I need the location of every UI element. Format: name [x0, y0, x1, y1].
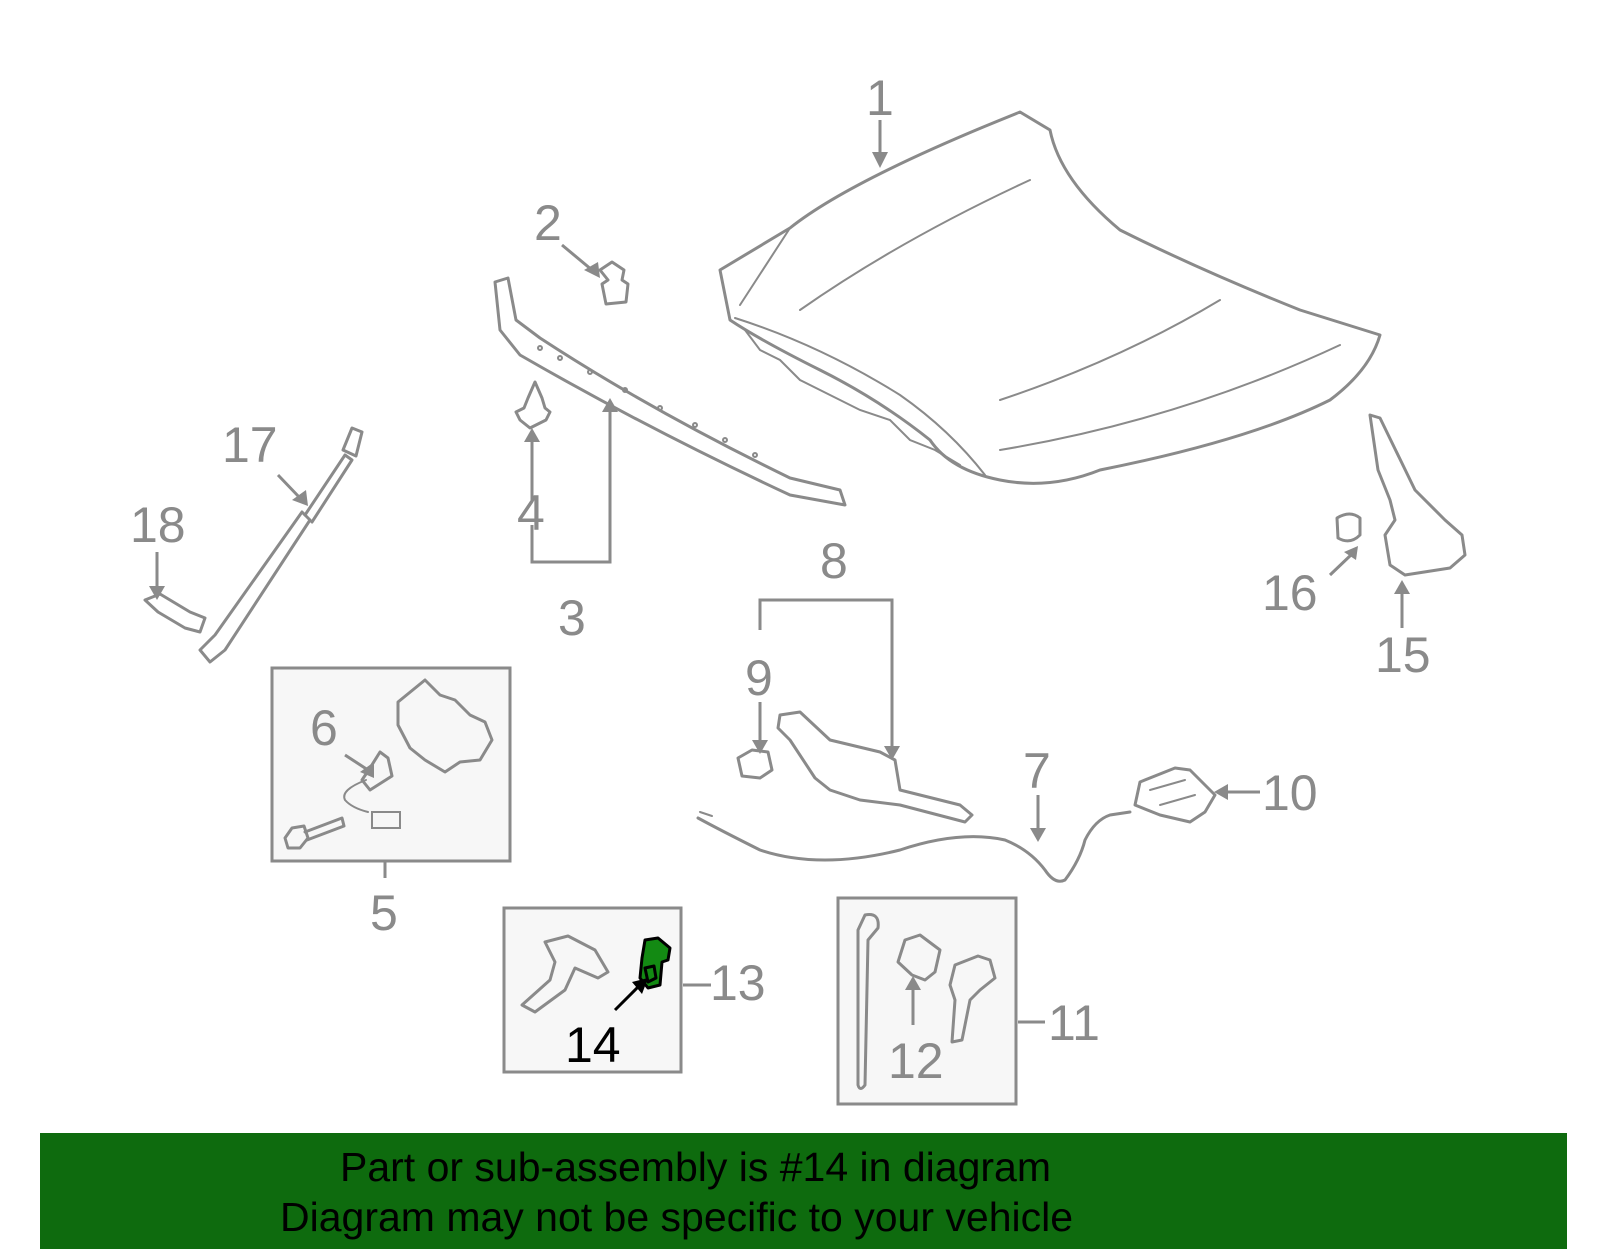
bumper-part-16 [1335, 512, 1362, 543]
callout-14: 14 [565, 1017, 621, 1073]
callout-3: 3 [558, 590, 586, 646]
hood-strut-part-17 [198, 426, 364, 664]
callout-15: 15 [1375, 627, 1431, 683]
callout-5: 5 [370, 885, 398, 941]
banner-line-1: Part or sub-assembly is #14 in diagram [340, 1144, 1051, 1190]
callout-1: 1 [866, 70, 894, 126]
banner-line-2: Diagram may not be specific to your vehi… [280, 1194, 1074, 1240]
weatherstrip-part-3 [493, 276, 847, 507]
leader-lines [149, 120, 1410, 1025]
clip-part-4 [514, 380, 552, 430]
callout-2: 2 [534, 195, 562, 251]
lock-support-box-13 [502, 906, 683, 1074]
bolt-part-18 [143, 592, 207, 634]
callout-16: 16 [1262, 565, 1318, 621]
hood-clip-part-2 [598, 260, 630, 306]
hood-support-box-11 [836, 896, 1018, 1106]
callout-4: 4 [517, 485, 545, 541]
callout-6: 6 [310, 700, 338, 756]
callout-17: 17 [222, 417, 278, 473]
callout-7: 7 [1023, 743, 1051, 799]
callout-11: 11 [1048, 995, 1100, 1051]
hood-hinge-part-15 [1368, 413, 1467, 577]
release-handle-part-10 [1133, 766, 1217, 824]
callout-8: 8 [820, 533, 848, 589]
callout-9: 9 [745, 650, 773, 706]
hood-part [718, 110, 1382, 485]
highlighted-part-14 [638, 936, 672, 990]
callout-10: 10 [1262, 765, 1318, 821]
release-cable-part-7 [696, 810, 1132, 883]
info-banner: Part or sub-assembly is #14 in diagram D… [40, 1133, 1567, 1249]
callout-18: 18 [130, 497, 186, 553]
callout-12: 12 [888, 1033, 944, 1089]
callout-13: 13 [710, 955, 766, 1011]
hood-lock-control-part-8 [736, 710, 974, 824]
hood-lock-assembly-box-5 [270, 666, 512, 863]
